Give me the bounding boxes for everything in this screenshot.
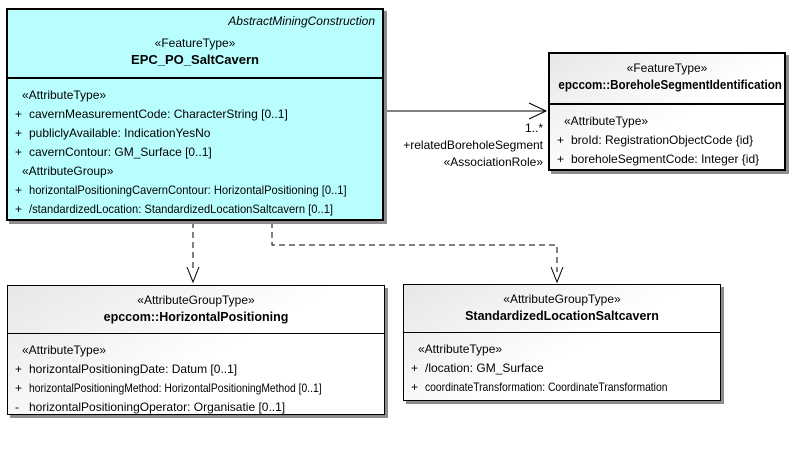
- visibility-marker: +: [15, 381, 23, 395]
- attribute-text: cavernMeasurementCode: CharacterString […: [29, 107, 288, 121]
- visibility-marker: +: [411, 380, 419, 394]
- class-stereotype: «FeatureType»: [626, 61, 708, 75]
- open-arrowhead-icon: [528, 102, 548, 120]
- attribute-row: + cavernMeasurementCode: CharacterString…: [8, 105, 382, 124]
- association-multiplicity: 1..*: [524, 121, 543, 135]
- section-heading: «AttributeType»: [22, 343, 107, 357]
- class-stereotype: «AttributeGroupType»: [503, 292, 621, 306]
- attribute-row: + coordinateTransformation: CoordinateTr…: [404, 378, 720, 397]
- attribute-row: + horizontalPositioningMethod: Horizonta…: [8, 379, 384, 398]
- section-heading: «AttributeType»: [22, 88, 107, 102]
- class-header: «AttributeGroupType» epccom::HorizontalP…: [8, 286, 384, 334]
- section-heading: «AttributeType»: [418, 342, 503, 356]
- section-heading: «AttributeType»: [564, 114, 649, 128]
- class-epc-po-saltcavern[interactable]: AbstractMiningConstruction «FeatureType»…: [6, 8, 384, 221]
- attribute-text: cavernContour: GM_Surface [0..1]: [29, 145, 212, 159]
- visibility-marker: +: [15, 362, 23, 376]
- association-labels: 1..* +relatedBoreholeSegment «Associatio…: [343, 120, 543, 171]
- visibility-marker: +: [15, 145, 23, 159]
- visibility-marker: +: [15, 126, 23, 140]
- attribute-text: horizontalPositioningMethod: HorizontalP…: [29, 381, 322, 395]
- attribute-text: coordinateTransformation: CoordinateTran…: [425, 380, 668, 394]
- visibility-marker: +: [411, 361, 419, 375]
- attribute-text: /standardizedLocation: StandardizedLocat…: [29, 202, 334, 216]
- attribute-row: + broId: RegistrationObjectCode {id}: [550, 131, 784, 150]
- class-attributes-compartment: «AttributeType» + horizontalPositioningD…: [8, 334, 384, 417]
- attribute-text: horizontalPositioningCavernContour: Hori…: [29, 183, 347, 197]
- attribute-text: publiclyAvailable: IndicationYesNo: [29, 126, 211, 140]
- attribute-row: + publiclyAvailable: IndicationYesNo: [8, 124, 382, 143]
- class-name: epccom::HorizontalPositioning: [103, 310, 289, 324]
- attribute-row: + cavernContour: GM_Surface [0..1]: [8, 143, 382, 162]
- class-stereotype: «FeatureType»: [154, 36, 236, 50]
- attribute-text: boreholeSegmentCode: Integer {id}: [571, 152, 760, 166]
- attribute-row: + /location: GM_Surface: [404, 359, 720, 378]
- section-heading: «AttributeGroup»: [22, 164, 114, 178]
- visibility-marker: +: [557, 133, 565, 147]
- attribute-row: + /standardizedLocation: StandardizedLoc…: [8, 200, 382, 219]
- attribute-text: /location: GM_Surface: [425, 361, 544, 375]
- association-related-borehole-segment[interactable]: [384, 102, 548, 120]
- class-stereotype: «AttributeGroupType»: [137, 293, 255, 307]
- class-standardized-location-saltcavern[interactable]: «AttributeGroupType» StandardizedLocatio…: [403, 284, 721, 401]
- attribute-row: + horizontalPositioningCavernContour: Ho…: [8, 181, 382, 200]
- class-attributes-compartment: «AttributeType» + /location: GM_Surface …: [404, 333, 720, 397]
- attribute-row: + horizontalPositioningDate: Datum [0..1…: [8, 360, 384, 379]
- class-name: StandardizedLocationSaltcavern: [465, 309, 659, 323]
- class-header: AbstractMiningConstruction «FeatureType»…: [8, 10, 382, 79]
- class-name: EPC_PO_SaltCavern: [131, 52, 259, 67]
- visibility-marker: +: [15, 183, 23, 197]
- open-arrowhead-icon: [186, 266, 200, 284]
- class-attributes-compartment: «AttributeType» + cavernMeasurementCode:…: [8, 79, 382, 219]
- visibility-marker: +: [557, 152, 565, 166]
- dependency-horizontal-positioning[interactable]: [186, 222, 200, 284]
- open-arrowhead-icon: [550, 266, 564, 284]
- class-attributes-compartment: «AttributeType» + broId: RegistrationObj…: [550, 105, 784, 169]
- attribute-row: - horizontalPositioningOperator: Organis…: [8, 398, 384, 417]
- visibility-marker: +: [15, 107, 23, 121]
- class-name: epccom::BoreholeSegmentIdentification: [558, 78, 782, 92]
- visibility-marker: -: [15, 400, 19, 414]
- class-borehole-segment-identification[interactable]: «FeatureType» epccom::BoreholeSegmentIde…: [548, 52, 786, 171]
- visibility-marker: +: [15, 202, 23, 216]
- association-role-name: +relatedBoreholeSegment: [403, 138, 543, 152]
- class-header: «FeatureType» epccom::BoreholeSegmentIde…: [550, 54, 784, 105]
- dependency-standardized-location[interactable]: [271, 222, 564, 284]
- attribute-text: horizontalPositioningOperator: Organisat…: [29, 400, 286, 414]
- attribute-row: + boreholeSegmentCode: Integer {id}: [550, 150, 784, 169]
- class-header: «AttributeGroupType» StandardizedLocatio…: [404, 285, 720, 333]
- parent-class-label: AbstractMiningConstruction: [228, 14, 375, 28]
- attribute-text: broId: RegistrationObjectCode {id}: [571, 133, 754, 147]
- attribute-text: horizontalPositioningDate: Datum [0..1]: [29, 362, 238, 376]
- class-horizontal-positioning[interactable]: «AttributeGroupType» epccom::HorizontalP…: [7, 285, 385, 415]
- association-stereotype: «AssociationRole»: [443, 155, 543, 169]
